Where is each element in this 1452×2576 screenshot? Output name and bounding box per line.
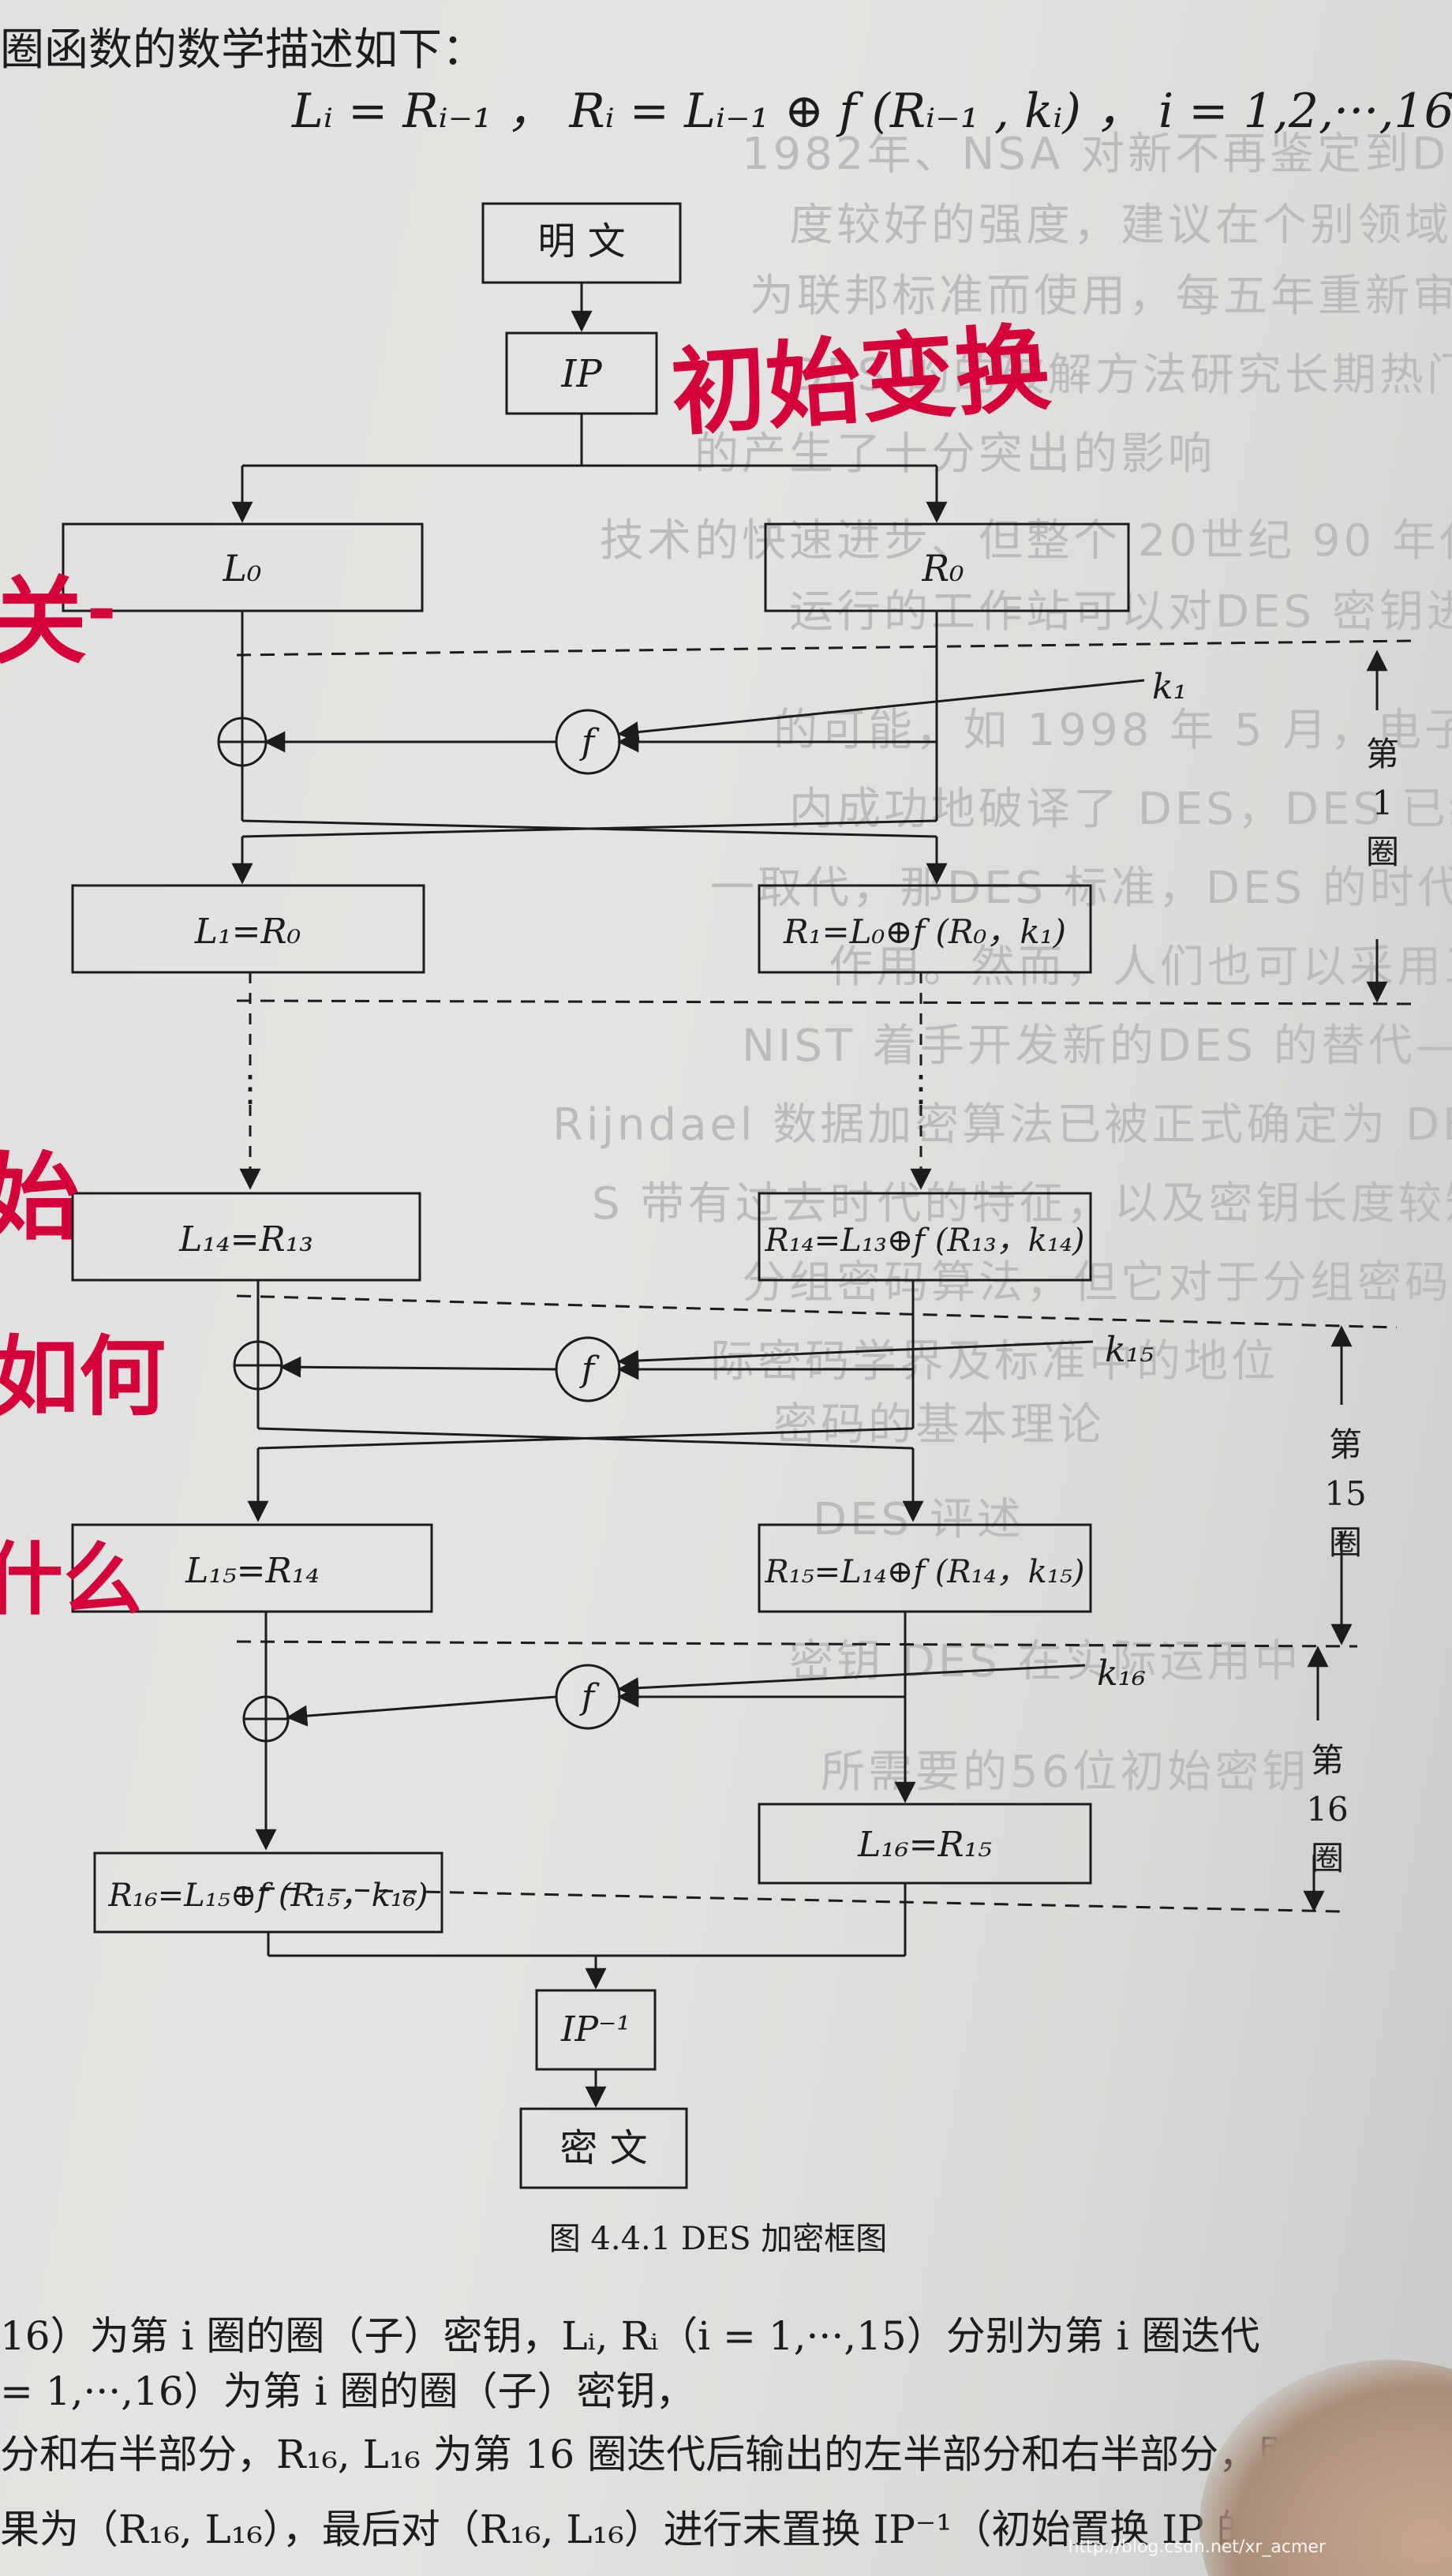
l15-box bbox=[71, 1523, 433, 1613]
figure-caption: 图 4.4.1 DES 加密框图 bbox=[549, 2221, 888, 2257]
l1-label: L₁=R₀ bbox=[194, 912, 301, 952]
round-label-line: 第 bbox=[1366, 735, 1399, 773]
r1-box bbox=[758, 884, 1092, 974]
l14-label: L₁₄=R₁₃ bbox=[178, 1219, 313, 1260]
round16-label: 第 16 圈 bbox=[1306, 1741, 1348, 1878]
annotation-2: - bbox=[87, 568, 117, 651]
k16-label: k₁₆ bbox=[1097, 1653, 1146, 1694]
background-text-line: 一取代，那DES 标准，DES 的时代就要过去 bbox=[710, 863, 1452, 914]
l15-label: L₁₅=R₁₄ bbox=[185, 1551, 320, 1591]
background-text-line: 为联邦标准而使用，每五年重新审查，而某些长期 bbox=[750, 271, 1452, 322]
ciphertext-box bbox=[519, 2107, 688, 2189]
r14-box bbox=[758, 1192, 1092, 1282]
f-label-round16: f bbox=[579, 1677, 600, 1717]
l16-box bbox=[758, 1803, 1092, 1885]
watermark: http://blog.csdn.net/xr_acmer bbox=[1068, 2537, 1326, 2557]
ip-inverse-label: IP⁻¹ bbox=[560, 2009, 631, 2050]
background-text-line: 1982年、NSA 对新不再鉴定到DES 的安全评估 bbox=[742, 129, 1452, 180]
r14-label: R₁₄=L₁₃⊕f (R₁₃，k₁₄) bbox=[764, 1222, 1084, 1259]
body-text-line-4: 果为（R₁₆, L₁₆），最后对（R₁₆, L₁₆）进行末置换 IP⁻¹（初始置… bbox=[0, 2507, 1335, 2552]
background-text-line: S 带有过去时代的特征，以及密钥长度较短等 bbox=[592, 1178, 1452, 1230]
body-text-line-1: 16）为第 i 圈的圈（子）密钥，Lᵢ, Rᵢ（i = 1,···,15）分别为… bbox=[0, 2313, 1260, 2359]
round1-label: 第 1 圈 bbox=[1366, 735, 1399, 871]
k15-label: k₁₅ bbox=[1105, 1330, 1154, 1370]
f-label-round15: f bbox=[579, 1350, 600, 1390]
annotation-1: 关 bbox=[0, 567, 87, 677]
ciphertext-label: 密 文 bbox=[559, 2126, 647, 2170]
annotation-3: 始 bbox=[0, 1144, 79, 1253]
round-label-line: 圈 bbox=[1329, 1523, 1362, 1562]
background-text-line: 内成功地破译了 DES，DES 已经到了被淘汰的 bbox=[789, 784, 1452, 835]
intro-text: 圈函数的数学描述如下： bbox=[0, 24, 486, 76]
background-text-line: 的可能，如 1998 年 5 月，电子边界基金会（EFF） bbox=[773, 705, 1452, 756]
k1-label: k₁ bbox=[1152, 667, 1187, 707]
ellipsis-left: ⋮ bbox=[232, 1067, 268, 1110]
l14-box bbox=[71, 1192, 421, 1282]
round-label-line: 圈 bbox=[1311, 1839, 1344, 1878]
l0-label: L₀ bbox=[223, 547, 262, 590]
r1-label: R₁=L₀⊕f (R₀，k₁) bbox=[783, 912, 1066, 951]
plaintext-label: 明 文 bbox=[537, 219, 625, 264]
body-text-line-3: 分和右半部分，R₁₆, L₁₆ 为第 16 圈迭代后输出的左半部分和右半部分，即… bbox=[0, 2432, 1338, 2477]
round-label-line: 15 bbox=[1324, 1474, 1366, 1513]
round-label-line: 第 bbox=[1329, 1425, 1362, 1464]
round15-label: 第 15 圈 bbox=[1324, 1425, 1366, 1562]
f-label-round1: f bbox=[579, 722, 600, 762]
annotation-initial-permutation: 初始变换 bbox=[668, 313, 1054, 450]
background-text-line: 密码的基本理论 bbox=[773, 1399, 1105, 1451]
annotation-4: 如何 bbox=[0, 1327, 166, 1428]
l1-box bbox=[71, 884, 425, 974]
background-text-line: 分组密码算法，但它对于分组密码的研究与发展 bbox=[742, 1257, 1452, 1309]
background-text-line: Rijndael 数据加密算法已被正式确定为 DES 的替代算法 bbox=[552, 1099, 1452, 1151]
l16-label: L₁₆=R₁₅ bbox=[857, 1825, 992, 1865]
round-label-line: 圈 bbox=[1366, 833, 1399, 871]
ellipsis-right: ⋮ bbox=[903, 1067, 939, 1110]
r15-box bbox=[758, 1523, 1092, 1613]
round-label-line: 第 bbox=[1311, 1741, 1344, 1780]
round-function-formula: Lᵢ = Rᵢ₋₁ ， Rᵢ = Lᵢ₋₁ ⊕ f (Rᵢ₋₁ , kᵢ) ， … bbox=[292, 84, 1452, 139]
background-text-line: 作用。然而，人们也可以采用三个密钥的三重 DES bbox=[829, 942, 1452, 993]
background-text-line: DES 的的破解方法研究长期热门，以来得 DES 20 年的 bbox=[789, 350, 1452, 401]
ip-label: IP bbox=[560, 352, 602, 396]
r0-box bbox=[764, 522, 1130, 612]
r15-label: R₁₅=L₁₄⊕f (R₁₄，k₁₅) bbox=[764, 1554, 1084, 1590]
round-label-line: 16 bbox=[1306, 1790, 1348, 1829]
round-label-line: 1 bbox=[1372, 784, 1394, 822]
background-text-line: NIST 着手开发新的DES 的替代——高级加密标准（AES） bbox=[742, 1020, 1452, 1072]
r0-label: R₀ bbox=[921, 547, 964, 590]
background-text-line: 的产生了十分突出的影响 bbox=[694, 429, 1215, 480]
r16-label: R₁₆=L₁₅⊕f (R₁₅，k₁₆) bbox=[107, 1878, 428, 1914]
background-text-line: 度较好的强度，建议在个别领域 bbox=[789, 200, 1452, 251]
body-text-line-2: = 1,···,16）为第 i 圈的圈（子）密钥， bbox=[0, 2368, 695, 2414]
annotation-5: 什么 bbox=[0, 1533, 142, 1626]
